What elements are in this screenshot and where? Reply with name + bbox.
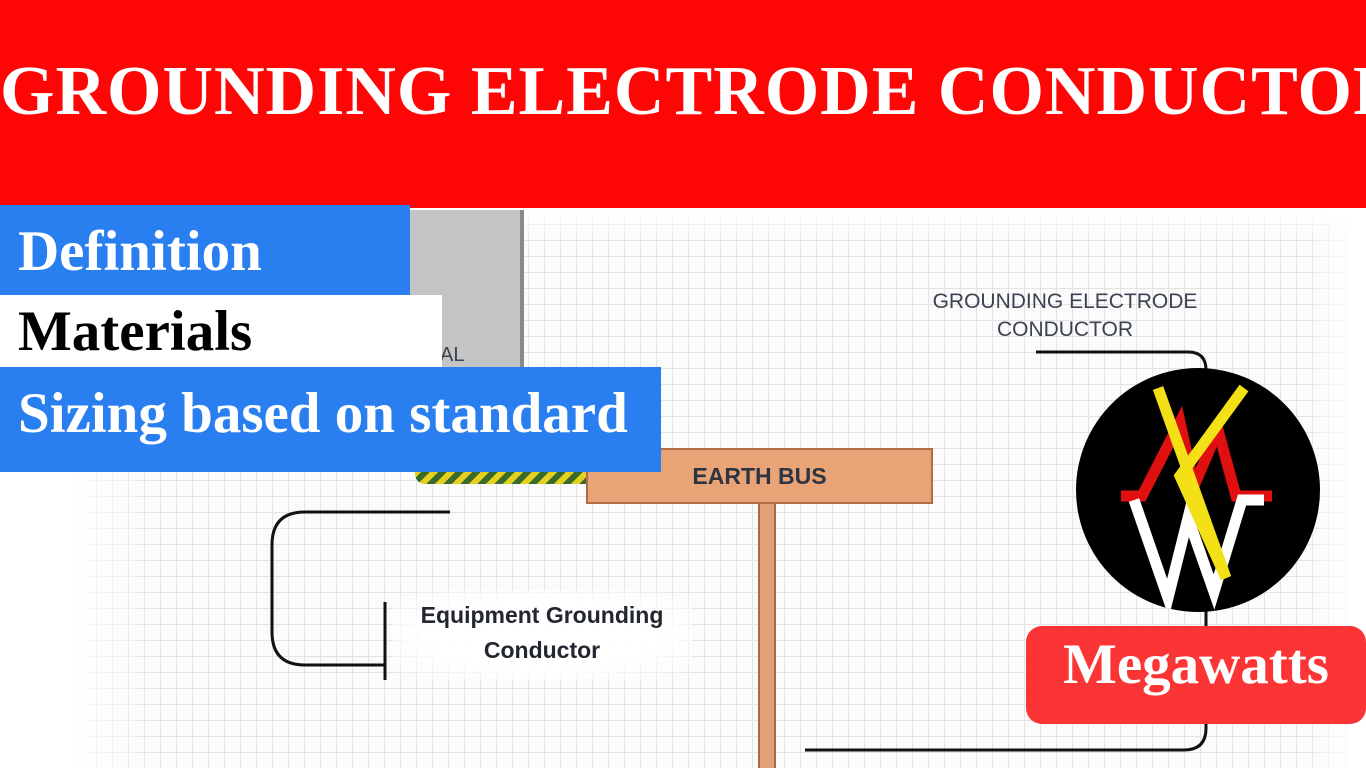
gec-wire-bottom <box>805 600 1208 752</box>
menu-item-materials[interactable]: Materials <box>0 295 442 367</box>
logo-mark-icon <box>1121 384 1272 612</box>
brand-name: Megawatts <box>1063 633 1329 696</box>
green-yellow-conductor <box>415 470 590 484</box>
ground-rod <box>758 504 776 768</box>
panel-label: AL <box>440 344 465 366</box>
page-title: GROUNDING ELECTRODE CONDUCTOR <box>0 53 1366 130</box>
egc-wire <box>270 510 450 667</box>
brand-badge <box>1026 626 1366 724</box>
header-banner <box>0 0 1366 208</box>
earth-bus-label: EARTH BUS <box>692 463 827 489</box>
menu-item-definition[interactable]: Definition <box>0 205 410 295</box>
menu-item-sizing[interactable]: Sizing based on standard <box>0 367 661 472</box>
megawatts-logo-icon <box>1076 368 1320 612</box>
earth-bus <box>586 448 933 504</box>
